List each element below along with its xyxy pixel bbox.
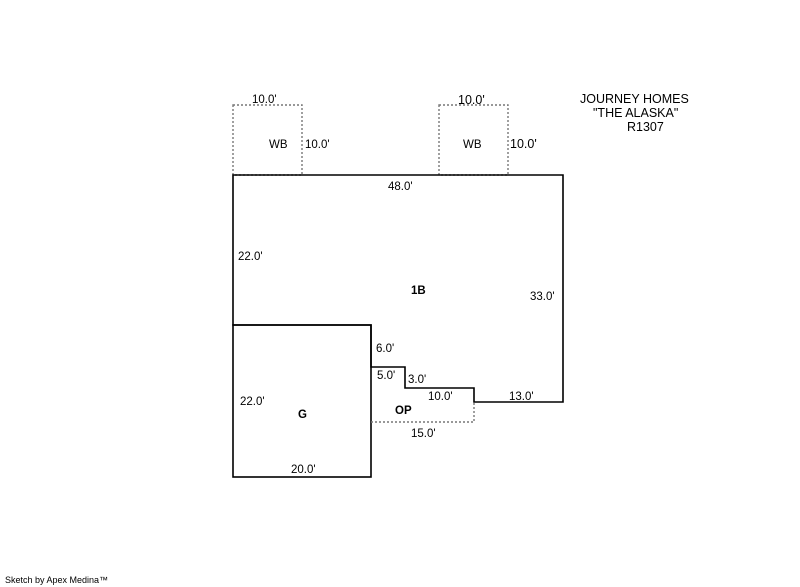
dim-garage-bottom: 20.0' <box>291 464 316 476</box>
dim-wb-left-side: 10.0' <box>305 139 330 151</box>
dim-wb-right-top: 10.0' <box>458 93 485 107</box>
porch-label: OP <box>395 405 412 417</box>
dim-step-3: 3.0' <box>408 374 426 386</box>
dim-step-6: 6.0' <box>376 343 394 355</box>
dim-op-bottom: 15.0' <box>411 428 436 440</box>
title-line-1: JOURNEY HOMES <box>580 92 689 106</box>
garage-outline <box>232 324 372 478</box>
open-porch-outline <box>371 402 475 423</box>
dim-step-13: 13.0' <box>509 391 534 403</box>
wb-right-label: WB <box>463 139 482 151</box>
dim-wb-right-side: 10.0' <box>510 137 537 151</box>
title-line-3: R1307 <box>627 120 664 134</box>
footer-credit: Sketch by Apex Medina™ <box>5 575 108 585</box>
main-area-outline <box>232 174 564 403</box>
garage-label: G <box>298 409 307 421</box>
main-area-label: 1B <box>411 285 426 297</box>
title-line-2: "THE ALASKA" <box>593 106 678 120</box>
dim-garage-left: 22.0' <box>240 396 265 408</box>
dim-step-10: 10.0' <box>428 391 453 403</box>
wb-left-label: WB <box>269 139 288 151</box>
wood-balcony-left-outline <box>232 104 303 176</box>
dim-main-left: 22.0' <box>238 251 263 263</box>
dim-wb-left-top: 10.0' <box>252 94 277 106</box>
dim-main-top: 48.0' <box>388 181 413 193</box>
dim-step-5: 5.0' <box>377 370 395 382</box>
dim-main-right: 33.0' <box>530 291 555 303</box>
